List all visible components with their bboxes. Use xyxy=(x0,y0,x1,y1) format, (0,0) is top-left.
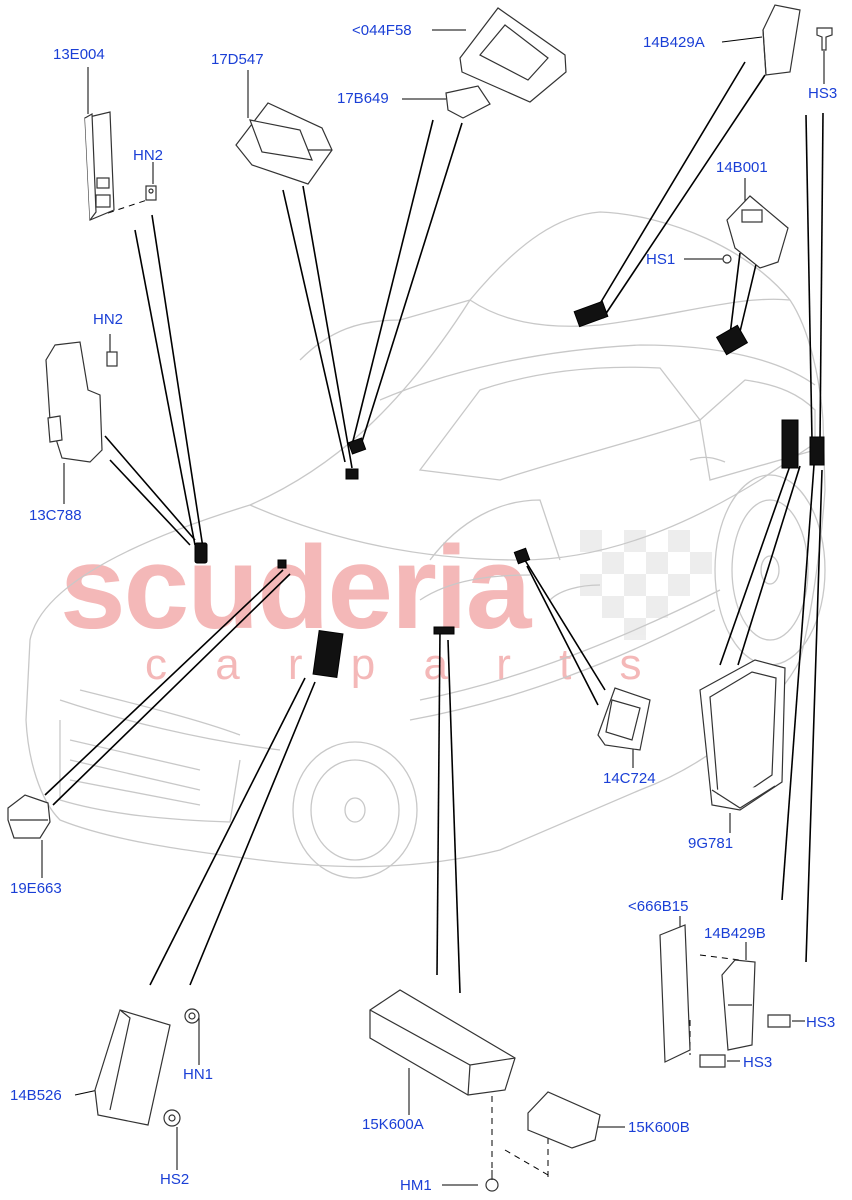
label-14C724[interactable]: 14C724 xyxy=(603,770,656,787)
label-14B526[interactable]: 14B526 xyxy=(10,1087,62,1104)
part-13E004-module xyxy=(84,111,115,221)
part-14B001-module xyxy=(726,195,789,269)
part-HN2-nut-mid xyxy=(106,351,118,367)
label-13E004[interactable]: 13E004 xyxy=(53,46,105,63)
part-HN2-nut-top xyxy=(145,185,157,201)
part-9G781-module xyxy=(699,659,786,811)
label-14B429A[interactable]: 14B429A xyxy=(643,34,705,51)
part-044F58-housing xyxy=(459,7,567,103)
label-connectors xyxy=(41,29,825,1186)
part-HM1-screw xyxy=(485,1170,499,1192)
label-15K600B[interactable]: 15K600B xyxy=(628,1119,690,1136)
label-19E663[interactable]: 19E663 xyxy=(10,880,62,897)
label-044F58[interactable]: <044F58 xyxy=(352,22,412,39)
label-9G781[interactable]: 9G781 xyxy=(688,835,734,852)
part-15K600B-module xyxy=(527,1091,601,1149)
label-HS1[interactable]: HS1 xyxy=(646,251,676,268)
label-14B001[interactable]: 14B001 xyxy=(716,159,768,176)
label-HS3-top[interactable]: HS3 xyxy=(808,85,838,102)
part-17D547-sensor xyxy=(235,102,333,185)
label-13C788[interactable]: 13C788 xyxy=(29,507,82,524)
label-14B429B[interactable]: 14B429B xyxy=(704,925,766,942)
label-HS2[interactable]: HS2 xyxy=(160,1171,190,1188)
part-14B429B-module xyxy=(721,959,756,1051)
part-14B526-module xyxy=(94,1009,171,1126)
label-HS3-a[interactable]: HS3 xyxy=(806,1014,836,1031)
part-14B429A-module xyxy=(762,4,801,76)
part-HS3-screw-a xyxy=(767,1014,791,1028)
part-19E663-switch xyxy=(7,794,51,839)
vehicle-outline xyxy=(25,211,826,879)
label-HM1[interactable]: HM1 xyxy=(400,1177,432,1194)
part-14C724-module xyxy=(597,687,651,751)
checkered-flag-watermark xyxy=(580,530,712,640)
part-13C788-module xyxy=(45,341,103,463)
label-17B649[interactable]: 17B649 xyxy=(337,90,389,107)
part-HS3-screw-b xyxy=(699,1054,726,1068)
label-17D547[interactable]: 17D547 xyxy=(211,51,264,68)
part-HN1-nut xyxy=(184,1008,200,1024)
part-15K600A-module xyxy=(369,989,516,1096)
vehicle-module-markers xyxy=(194,300,825,679)
part-17B649-module xyxy=(445,85,491,119)
part-HS3-screw-top xyxy=(816,27,833,51)
label-HN1[interactable]: HN1 xyxy=(183,1066,214,1083)
leader-lines xyxy=(44,61,824,994)
part-666B15-bracket xyxy=(659,924,691,1063)
label-666B15[interactable]: <666B15 xyxy=(628,898,689,915)
label-15K600A[interactable]: 15K600A xyxy=(362,1116,424,1133)
part-HS2-screw xyxy=(163,1109,181,1127)
label-HS3-b[interactable]: HS3 xyxy=(743,1054,773,1071)
label-HN2-mid[interactable]: HN2 xyxy=(93,311,124,328)
part-HS1-screw xyxy=(722,254,732,264)
label-HN2-top[interactable]: HN2 xyxy=(133,147,164,164)
